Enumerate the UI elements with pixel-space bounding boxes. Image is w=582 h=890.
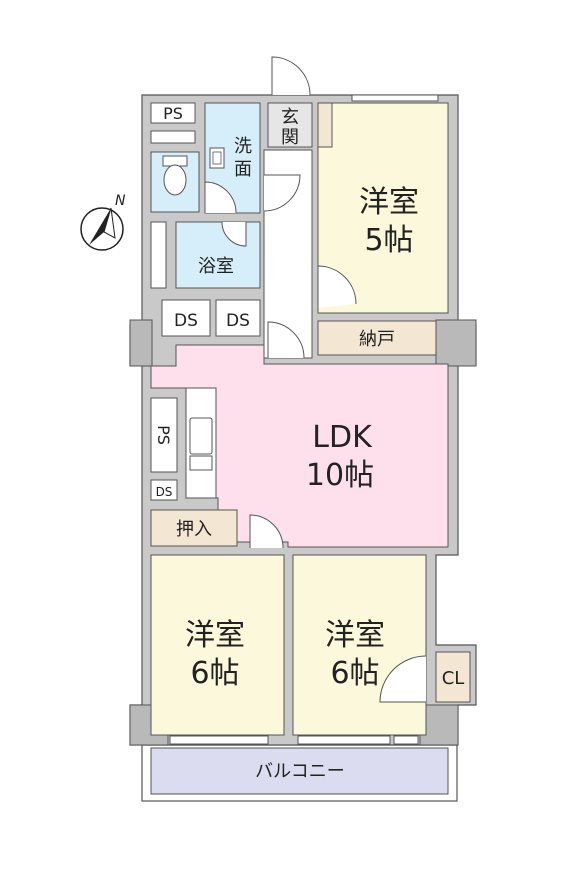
front-door [271,56,311,96]
stove [189,455,213,471]
closet-label: CL [442,668,465,689]
sink-inner [212,151,222,165]
bath-label: 浴室 [198,256,234,277]
compass: N [80,193,126,251]
ds-1-label: DS [174,311,198,331]
sw-room-door [249,514,284,549]
hall-door-2 [263,174,301,212]
balcony-area [150,747,449,795]
ds-small-label: DS [156,485,173,499]
entrance-area [267,102,313,148]
wall-niche [150,221,167,289]
duct-space-small [150,479,178,501]
duct-space-2 [215,299,261,337]
storage-label: 納戸 [359,329,395,350]
ps-top-label: PS [163,104,183,123]
pipe-space-left [150,397,178,473]
doors [204,56,427,703]
room-south-east-name: 洋室 [325,618,385,653]
storage-room [317,320,437,356]
bathroom [175,221,261,289]
ldk-size: 10帖 [306,458,374,493]
compass-needle-light [103,207,116,239]
kitchen-sink [189,417,213,455]
washroom-door [204,181,237,214]
room-south-east-size: 6帖 [330,656,379,691]
washroom-label-2: 面 [234,159,252,180]
entrance-label-1: 玄 [281,107,299,128]
column-nw [129,319,153,367]
ps-left-label: PS [154,425,173,445]
shoe-cabinet [317,102,333,148]
compass-north-label: N [115,193,126,209]
ds-2-label: DS [226,311,250,331]
balcony-label: バルコニー [255,761,345,782]
room-west-north-name: 洋室 [359,185,419,220]
room-south-west [150,554,285,736]
duct-space-1 [161,299,211,337]
shelf-bar [150,130,196,144]
ldk-name: LDK [312,420,373,455]
toilet-bowl [163,164,187,196]
oshiire-label: 押入 [176,519,212,540]
west-room-door [317,265,357,308]
windows [169,94,439,745]
hall-door [267,321,305,359]
column-ne [435,319,477,367]
entrance-label-2: 関 [281,127,299,148]
washroom-label-1: 洗 [234,136,252,157]
compass-needle [89,208,111,245]
se-room-door [379,655,427,703]
sink [209,147,225,169]
pipe-space-top [150,102,196,124]
bath-door [221,221,247,247]
room-west-north-size: 5帖 [364,223,413,258]
room-south-west-size: 6帖 [190,656,239,691]
oshiire-closet [150,509,238,547]
room-south-east [292,554,427,736]
closet [435,651,471,703]
room-south-west-name: 洋室 [185,618,245,653]
